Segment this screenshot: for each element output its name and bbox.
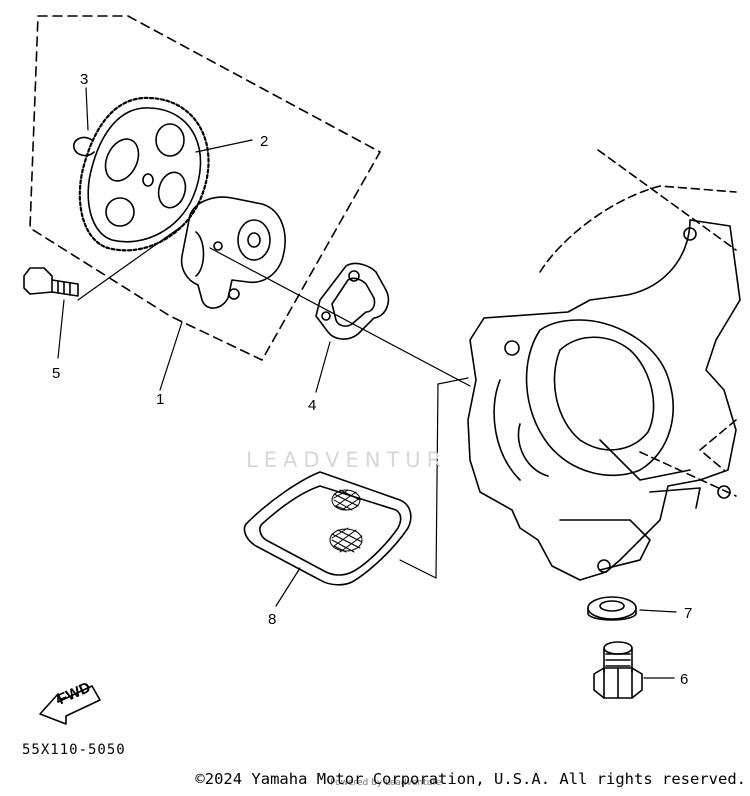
callout-4: 4 [308,397,316,414]
bolt-bracket-line [77,225,183,301]
fwd-arrow-icon [39,685,101,725]
leader-line-7 [639,609,677,613]
callout-6: 6 [680,671,688,688]
callout-1: 1 [156,391,164,408]
watermark: LEADVENTUR [246,448,448,472]
leader-line-5 [57,299,65,359]
leader-line-3 [85,87,89,131]
powered-by: Powered by Leadventure [330,778,442,788]
washer [587,596,637,621]
leader-line-1 [159,321,183,391]
oil-pump-body [180,196,286,309]
callout-7: 7 [684,605,692,622]
strainer-mesh-2 [329,527,363,553]
callout-2: 2 [260,133,268,150]
bolt [23,267,79,297]
oil-strainer [243,471,412,586]
drain-bolt [593,641,643,699]
alignment-line [209,247,471,387]
gasket [315,262,390,340]
crankcase [467,149,741,581]
callout-8: 8 [268,611,276,628]
circlip [72,136,95,157]
assembly-boundary [29,15,381,361]
fwd-label: FWD [55,679,93,708]
callout-3: 3 [80,71,88,88]
strainer-mesh-1 [331,489,361,511]
callout-5: 5 [52,365,60,382]
part-code: 55X110-5050 [22,742,126,758]
oil-pump-gear [78,96,210,252]
leader-line-8 [275,567,301,607]
leader-line-4 [315,341,331,393]
leader-line-2 [195,139,253,153]
copyright: ©2024 Yamaha Motor Corporation, U.S.A. A… [195,770,746,788]
strainer-bracket-line [399,377,469,579]
